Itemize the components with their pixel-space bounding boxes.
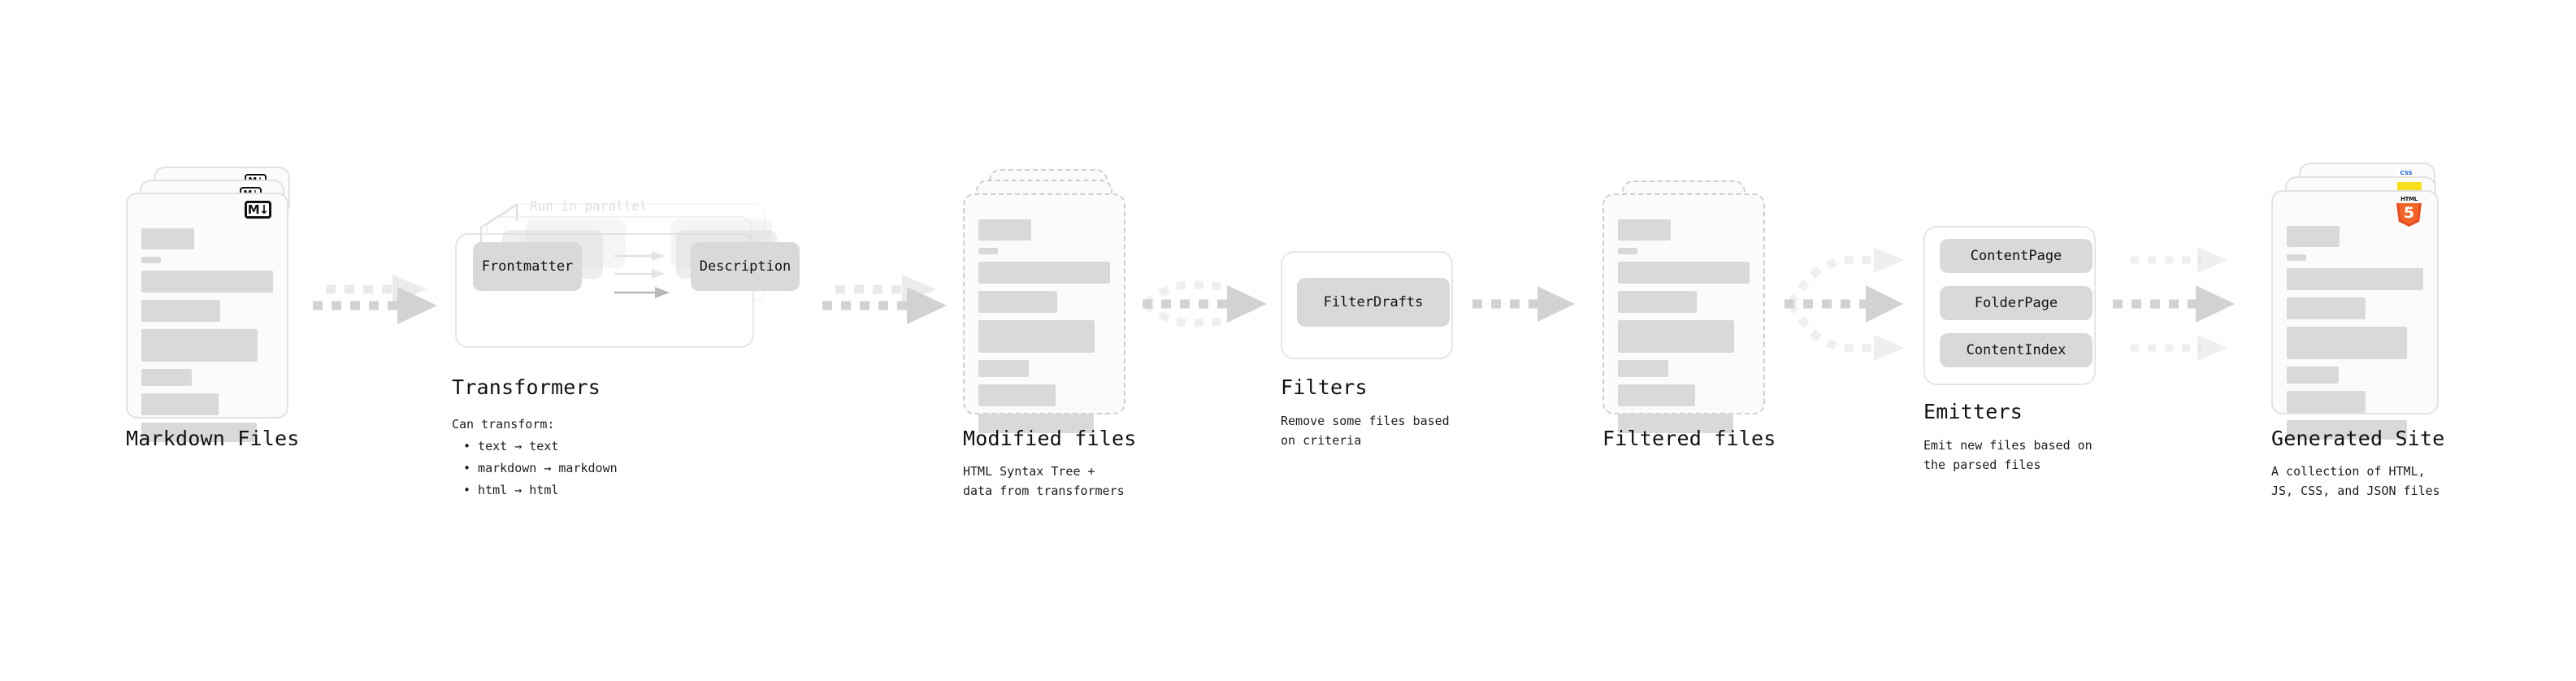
site-card-content — [2287, 226, 2423, 447]
content-bar — [1618, 414, 1733, 433]
transformers-group: Frontmatter Description — [455, 203, 800, 366]
content-bar — [978, 360, 1029, 377]
transformers-bullet-2: • html → html — [463, 483, 559, 497]
modified-card-content — [978, 219, 1110, 440]
content-bar — [2287, 391, 2366, 413]
content-bar — [2287, 367, 2339, 384]
content-bar — [1618, 219, 1671, 241]
content-bar — [978, 414, 1094, 433]
content-bar — [1618, 360, 1668, 377]
connector-filters-to-filtered — [1472, 286, 1575, 322]
transformers-inner-arrows — [614, 251, 670, 298]
transformer-chip-description[interactable]: Description — [691, 242, 800, 291]
html5-wordmark: HTML — [2400, 196, 2418, 202]
filter-chip-filterdrafts[interactable]: FilterDrafts — [1297, 278, 1450, 327]
connector-emitters-to-site — [2113, 247, 2235, 361]
run-in-parallel-pointer — [479, 202, 518, 242]
modified-files-subtitle-0: HTML Syntax Tree + — [963, 464, 1095, 479]
markdown-card-content — [141, 228, 273, 449]
content-bar — [141, 271, 273, 293]
emitters-subtitle-1: the parsed files — [1923, 458, 2041, 472]
transformers-subtitle: Can transform: — [452, 417, 555, 432]
generated-site-subtitle-0: A collection of HTML, — [2271, 464, 2426, 479]
transformers-bullet-1: • markdown → markdown — [463, 461, 618, 475]
transformer-chip-frontmatter[interactable]: Frontmatter — [473, 242, 582, 291]
emitter-chip-folderpage[interactable]: FolderPage — [1940, 286, 2092, 320]
content-bar — [2287, 268, 2423, 290]
markdown-icon: M↓ — [245, 201, 271, 219]
transformers-title: Transformers — [452, 375, 601, 399]
content-bar — [1618, 291, 1697, 313]
content-bar — [2287, 226, 2340, 247]
content-bar — [978, 219, 1031, 241]
connector-modified-to-filters — [1143, 280, 1267, 327]
connector-filtered-to-emitters — [1785, 247, 1905, 361]
content-bar — [1618, 384, 1695, 406]
content-bar — [2287, 420, 2407, 440]
emitters-subtitle-0: Emit new files based on — [1923, 438, 2092, 453]
content-bar — [978, 384, 1056, 406]
modified-files-title: Modified files — [963, 427, 1137, 450]
content-bar — [1618, 248, 1637, 254]
transformers-bullet-0: • text → text — [463, 439, 559, 453]
modified-files-stack — [963, 169, 1142, 433]
generated-site-stack: CSS HTML 5 — [2271, 163, 2458, 440]
content-bar — [2287, 254, 2306, 261]
connector-markdown-to-transformers — [313, 275, 437, 324]
filters-title: Filters — [1281, 375, 1368, 399]
html5-icon: HTML 5 — [2396, 196, 2422, 227]
content-bar — [141, 228, 194, 249]
content-bar — [978, 262, 1110, 284]
content-bar — [141, 393, 219, 415]
modified-files-subtitle-1: data from transformers — [963, 484, 1125, 498]
filters-subtitle-0: Remove some files based — [1281, 414, 1450, 428]
content-bar — [141, 369, 192, 386]
emitters-title: Emitters — [1923, 400, 2023, 423]
emitter-chip-contentpage[interactable]: ContentPage — [1940, 239, 2092, 273]
content-bar — [141, 329, 258, 362]
html5-five: 5 — [2403, 204, 2415, 222]
generated-site-title: Generated Site — [2271, 427, 2445, 450]
content-bar — [1618, 262, 1750, 284]
run-in-parallel-label: Run in parallel — [530, 198, 648, 214]
content-bar — [978, 291, 1057, 313]
markdown-files-title: Markdown Files — [126, 427, 300, 450]
markdown-files-stack: M↓ M↓ M↓ — [126, 167, 305, 442]
filters-subtitle-1: on criteria — [1281, 433, 1362, 448]
content-bar — [2287, 297, 2366, 319]
connector-transformers-to-modified — [822, 275, 947, 324]
content-bar — [978, 320, 1095, 353]
content-bar — [978, 248, 998, 254]
generated-site-subtitle-1: JS, CSS, and JSON files — [2271, 484, 2440, 498]
content-bar — [1618, 320, 1734, 353]
content-bar — [141, 257, 161, 263]
filtered-files-stack — [1602, 180, 1781, 433]
content-bar — [141, 300, 220, 322]
content-bar — [141, 423, 257, 442]
filtered-card-content — [1618, 219, 1750, 440]
content-bar — [2287, 327, 2407, 359]
filtered-files-title: Filtered files — [1602, 427, 1776, 450]
emitter-chip-contentindex[interactable]: ContentIndex — [1940, 333, 2092, 367]
